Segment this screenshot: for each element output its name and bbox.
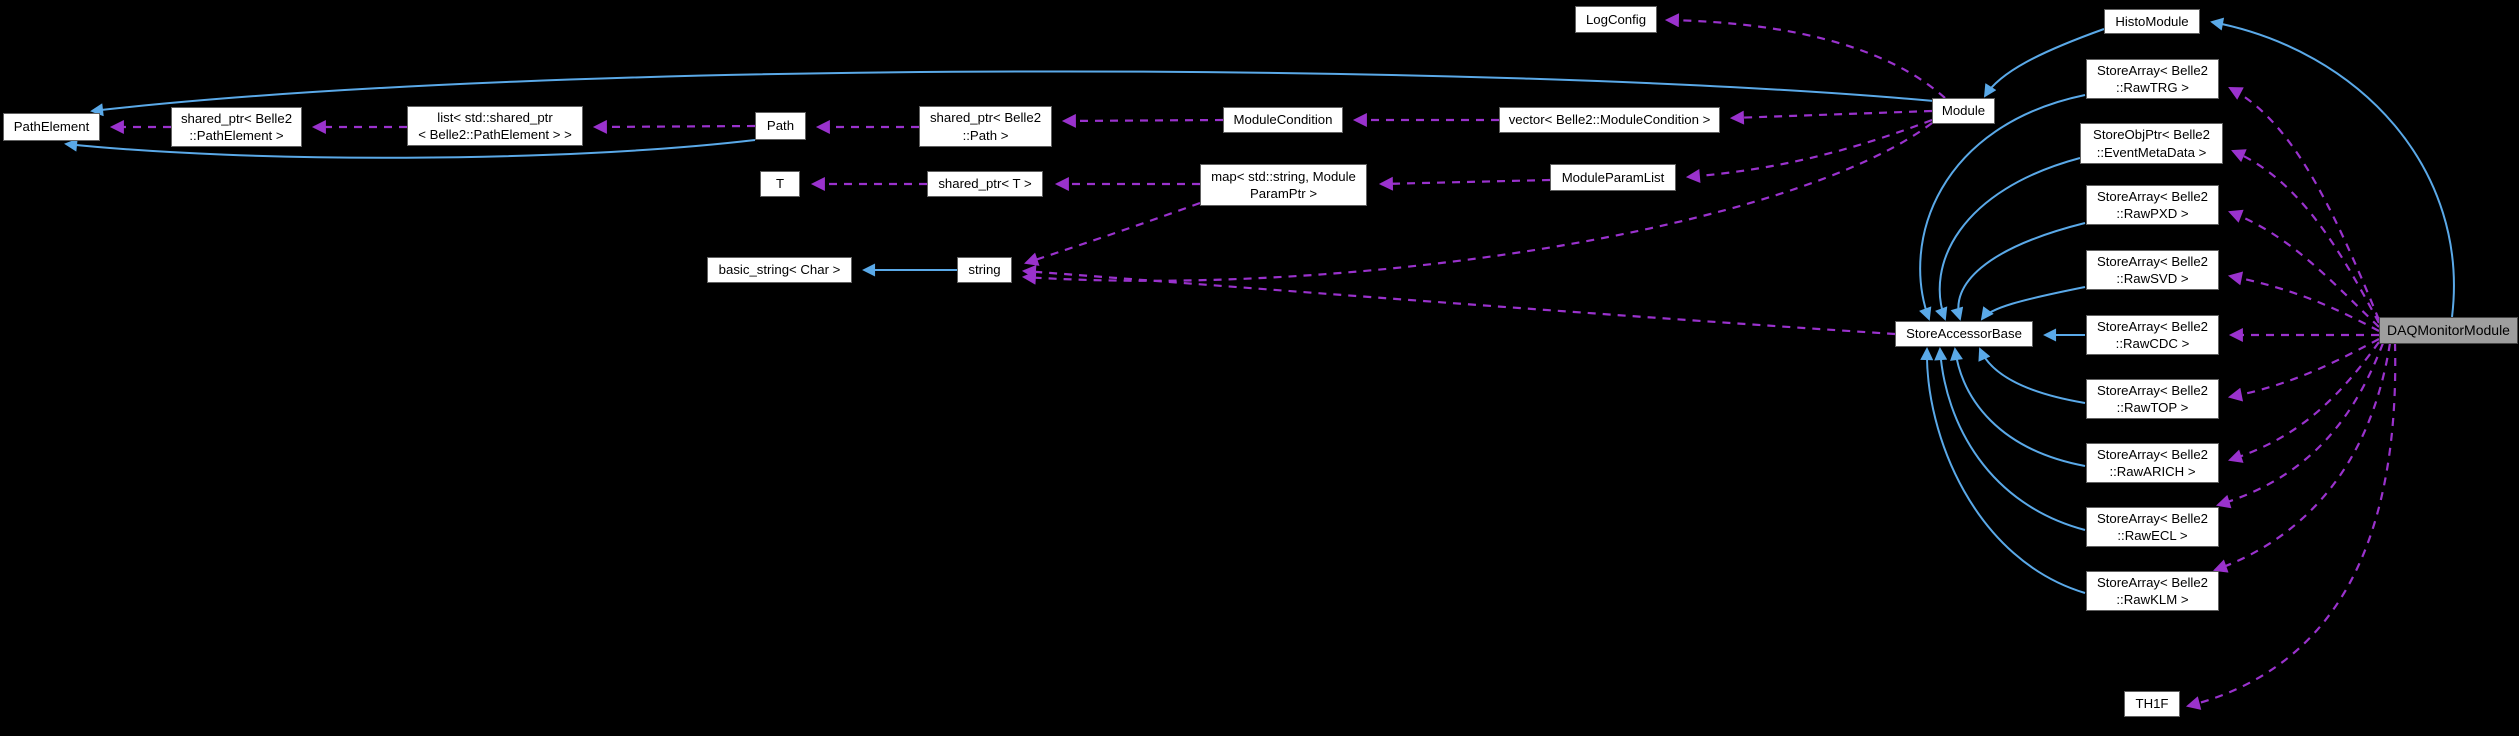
edge-daq-to-histomodule — [2210, 17, 2455, 318]
node-logconfig[interactable]: LogConfig — [1575, 6, 1657, 33]
edge-daq-to-rawpxd — [2228, 209, 2380, 328]
node-string[interactable]: string — [957, 257, 1012, 283]
edge-rawtrg-to-storeaccessorbase — [1919, 94, 2086, 321]
node-storeaccessorbase[interactable]: StoreAccessorBase — [1895, 321, 2033, 347]
node-storearray-rawcdc[interactable]: StoreArray< Belle2 ::RawCDC > — [2086, 315, 2219, 355]
edge-module-to-logconfig — [1664, 13, 1946, 99]
edge-path-to-pathelement — [64, 138, 756, 159]
node-th1f[interactable]: TH1F — [2124, 691, 2180, 717]
edge-modulecondition-to-sppath — [1061, 113, 1224, 128]
node-storearray-rawecl[interactable]: StoreArray< Belle2 ::RawECL > — [2086, 507, 2219, 547]
edge-daq-to-rawtop — [2227, 338, 2380, 402]
edge-daq-to-rawecl — [2215, 342, 2385, 509]
node-t[interactable]: T — [760, 171, 800, 197]
edge-daq-to-rawklm — [2213, 342, 2392, 573]
edge-path-to-list — [592, 119, 756, 134]
node-shared-ptr-t[interactable]: shared_ptr< T > — [927, 171, 1043, 197]
edge-daq-to-th1f — [2185, 342, 2397, 710]
node-histomodule[interactable]: HistoModule — [2104, 9, 2200, 34]
node-storearray-rawsvd[interactable]: StoreArray< Belle2 ::RawSVD > — [2086, 250, 2219, 290]
node-path[interactable]: Path — [755, 112, 806, 140]
node-storearray-rawarich[interactable]: StoreArray< Belle2 ::RawARICH > — [2086, 443, 2219, 483]
edge-moduleparamlist-to-map — [1378, 176, 1551, 191]
node-storeobjptr-eventmetadata[interactable]: StoreObjPtr< Belle2 ::EventMetaData > — [2080, 123, 2223, 164]
node-storearray-rawpxd[interactable]: StoreArray< Belle2 ::RawPXD > — [2086, 185, 2219, 225]
edge-module-to-pathelement — [90, 70, 1935, 117]
edge-rawsvd-to-storeaccessorbase — [1980, 286, 2086, 321]
edge-module-to-vector — [1729, 109, 1933, 125]
edge-module-to-moduleparamlist — [1685, 118, 1933, 183]
edge-module-to-string — [1021, 122, 1933, 285]
edge-daq-to-rawtrg — [2228, 87, 2381, 321]
edge-map-to-string — [1024, 201, 1201, 266]
node-pathelement[interactable]: PathElement — [3, 113, 100, 141]
edge-rawpxd-to-storeaccessorbase — [1950, 222, 2086, 321]
node-module[interactable]: Module — [1932, 98, 1995, 124]
edge-rawecl-to-storeaccessorbase — [1934, 347, 2086, 531]
edge-daq-to-rawarich — [2228, 341, 2380, 463]
edge-daq-to-rawsvd — [2227, 271, 2380, 332]
edge-histomodule-to-module — [1983, 28, 2105, 98]
node-daqmonitormodule[interactable]: DAQMonitorModule — [2379, 317, 2518, 344]
node-map-moduleparamptr[interactable]: map< std::string, Module ParamPtr > — [1200, 164, 1367, 206]
node-list-shared-ptr-pathelement[interactable]: list< std::shared_ptr < Belle2::PathElem… — [407, 106, 583, 146]
edge-storeaccessorbase-to-string — [1021, 264, 1896, 336]
node-vector-modulecondition[interactable]: vector< Belle2::ModuleCondition > — [1499, 107, 1720, 133]
node-storearray-rawklm[interactable]: StoreArray< Belle2 ::RawKLM > — [2086, 571, 2219, 611]
node-shared-ptr-path[interactable]: shared_ptr< Belle2 ::Path > — [919, 106, 1052, 147]
node-moduleparamlist[interactable]: ModuleParamList — [1550, 164, 1676, 191]
edge-rawarich-to-storeaccessorbase — [1950, 347, 2086, 467]
edge-eventmetadata-to-storeaccessorbase — [1935, 157, 2081, 321]
node-shared-ptr-pathelement[interactable]: shared_ptr< Belle2 ::PathElement > — [171, 107, 302, 147]
edge-daq-to-eventmetadata — [2231, 149, 2380, 324]
edge-rawtop-to-storeaccessorbase — [1978, 347, 2086, 404]
edge-rawklm-to-storeaccessorbase — [1920, 347, 2086, 594]
node-storearray-rawtrg[interactable]: StoreArray< Belle2 ::RawTRG > — [2086, 59, 2219, 99]
node-basic-string[interactable]: basic_string< Char > — [707, 257, 852, 283]
node-storearray-rawtop[interactable]: StoreArray< Belle2 ::RawTOP > — [2086, 379, 2219, 419]
node-modulecondition[interactable]: ModuleCondition — [1223, 107, 1343, 133]
